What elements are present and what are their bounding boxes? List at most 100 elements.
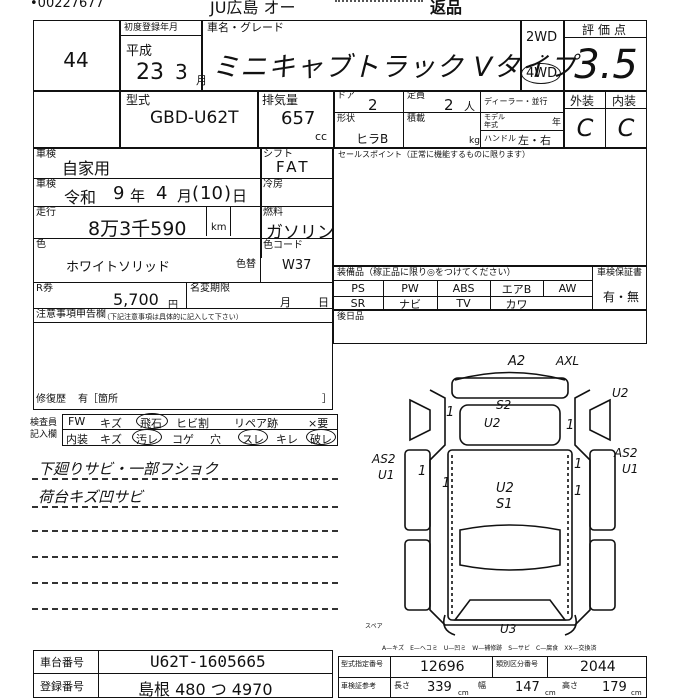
name-change-month-unit: 月 [280, 296, 291, 309]
registration-year: 23 [136, 60, 164, 85]
recycle-value: 5,700 [113, 290, 159, 309]
drive-2wd: 2WD [526, 30, 558, 45]
note-line-2 [32, 506, 338, 508]
mark-u1-right: U1 [622, 462, 639, 476]
drive-4wd-circle [521, 63, 561, 84]
equipment-label: 装備品（稼正品に限り◎をつけてください） [337, 268, 516, 278]
mark-axl: AXL [556, 354, 580, 368]
katashiki-value: GBD-U62T [150, 108, 239, 128]
plate-label: 登録番号 [40, 680, 84, 693]
color-change-label: 色替 [236, 259, 256, 270]
auction-house-name: JU広島 オー [210, 0, 296, 17]
header-dotted-strip [335, 0, 423, 8]
equip-sr: SR [350, 297, 366, 310]
dealer-label: ディーラー・並行 [484, 97, 548, 106]
shape-value: ヒラB [356, 132, 389, 146]
interior-label: 内装 [612, 94, 637, 108]
insp-fw: FW [68, 415, 86, 428]
insp-cut: キレ [276, 433, 298, 446]
equip-tv: TV [456, 297, 471, 310]
inspection-expiry-month: 4 [156, 183, 168, 204]
cert-number: 12696 [420, 659, 465, 675]
color-label: 色 [36, 239, 46, 250]
equip-ps: PS [351, 282, 365, 295]
insp-interior: 内装 [66, 433, 88, 446]
insp-wear-circle [238, 429, 268, 445]
drive-separator: ・ [537, 50, 548, 63]
equip-airbag: エアB [501, 282, 532, 296]
mark-s2: S2 [496, 398, 512, 412]
capacity-unit: 人 [464, 100, 475, 113]
equip-pw: PW [401, 282, 419, 295]
model-year-unit: 年 [552, 118, 562, 128]
return-stamp: 返品 [430, 0, 463, 17]
aftermarket-label: 後日品 [337, 312, 365, 322]
mark-1-c: 1 [418, 464, 427, 479]
mark-u2-right-mirror: U2 [612, 386, 629, 400]
handle-value: 左・右 [518, 134, 551, 147]
note-line-5 [32, 582, 338, 584]
note-line-3 [32, 530, 338, 532]
mark-1-e: 1 [574, 457, 583, 472]
model-year-label: モデル年式 [484, 113, 505, 129]
dim-label: 車検証参考 [341, 682, 376, 690]
mark-u1-left: U1 [378, 468, 395, 482]
repair-close-bracket: ］ [322, 394, 332, 405]
cert-label: 型式指定番号 [341, 660, 383, 668]
height-value: 179 [602, 680, 627, 695]
mileage-label: 走行 [36, 207, 56, 218]
inspection-type-label: 車検 [36, 149, 56, 160]
sales-point-label: セールスポイント（正常に機能するものに限ります） [338, 150, 530, 159]
width-label: 幅 [478, 681, 486, 690]
capacity-label: 定員 [407, 91, 426, 101]
height-label: 高さ [562, 681, 578, 690]
mark-as2-right: AS2 [614, 446, 638, 460]
name-change-label: 名変期限 [190, 283, 230, 294]
shape-label: 形状 [337, 114, 356, 124]
lot-number: 44 [63, 48, 89, 72]
registration-label: 初度登録年月 [124, 23, 179, 33]
inspection-expiry-month-unit: 月 [177, 187, 193, 205]
mark-u2-bed: U2 [496, 481, 514, 496]
insp-needs: ×要 [308, 417, 329, 430]
top-reference-number: •00227677 [30, 0, 104, 11]
chassis-number: U62T-1605665 [150, 652, 266, 671]
displacement-value: 657 [281, 108, 316, 129]
chassis-label: 車台番号 [40, 656, 84, 669]
insp-burn: コゲ [172, 433, 194, 446]
equip-abs: ABS [452, 282, 475, 295]
shift-value: FAT [276, 158, 311, 176]
day-paren-close: ) [224, 183, 232, 204]
handwritten-note-1: 下廻りサビ・一部フショク [38, 460, 219, 478]
equip-aw: AW [558, 282, 577, 295]
insp-crack: ヒビ割 [176, 417, 209, 430]
registration-month: 3 [175, 60, 188, 84]
displacement-unit: cc [315, 130, 328, 143]
notes-label: 注意事項申告欄 [36, 309, 106, 320]
sales-point-box [333, 148, 647, 266]
equip-leather: カワ [505, 297, 528, 311]
inspector-box [62, 414, 338, 446]
inspection-expiry-day-unit: 日 [232, 187, 248, 205]
interior-grade: C [617, 114, 635, 142]
inspection-expiry-label: 車検 [36, 179, 56, 190]
note-line-1 [32, 478, 338, 480]
car-diagram [404, 371, 616, 636]
ac-label: 冷房 [263, 179, 283, 190]
warranty-label: 車検保証書 [597, 268, 643, 278]
insp-tear-circle [306, 429, 336, 445]
score-value: 3.5 [574, 42, 638, 88]
displacement-label: 排気量 [262, 93, 299, 107]
width-value: 147 [515, 680, 540, 695]
insp-scratch: キズ [100, 417, 122, 430]
aftermarket-box [333, 310, 647, 344]
inspection-expiry-era: 令和 [64, 188, 97, 207]
mark-1-a: 1 [446, 405, 455, 420]
recycle-label: R券 [36, 283, 53, 294]
handwritten-note-2: 荷台キズ凹サビ [38, 488, 144, 506]
inspection-type-value: 自家用 [62, 159, 111, 178]
score-label: 評価点 [581, 22, 630, 37]
day-paren-open: ( [192, 183, 200, 204]
mark-1-b: 1 [442, 476, 451, 491]
doors-label: ドア [337, 91, 356, 101]
